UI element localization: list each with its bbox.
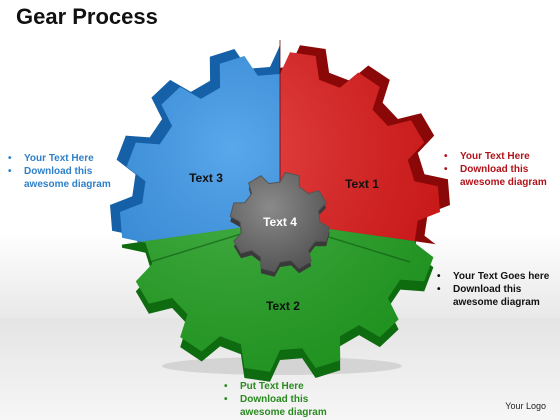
note-red-item: Your Text Here	[444, 150, 560, 163]
segment-label-text-1: Text 1	[345, 177, 379, 191]
logo-text: Your Logo	[505, 401, 546, 411]
note-blue: Your Text Here Download this awesome dia…	[8, 152, 138, 191]
note-red-item: Download this awesome diagram	[444, 163, 560, 189]
note-black-item: Your Text Goes here	[437, 270, 560, 283]
note-blue-item: Your Text Here	[8, 152, 138, 165]
note-black: Your Text Goes here Download this awesom…	[437, 270, 560, 309]
center-gear	[229, 171, 331, 277]
note-green: Put Text Here Download this awesome diag…	[224, 380, 354, 419]
note-red: Your Text Here Download this awesome dia…	[444, 150, 560, 189]
center-label-text-4: Text 4	[263, 215, 297, 229]
note-green-item: Download this awesome diagram	[224, 393, 354, 419]
page-title: Gear Process	[16, 4, 158, 29]
segment-label-text-3: Text 3	[189, 171, 223, 185]
segment-label-text-2: Text 2	[266, 299, 300, 313]
note-black-item: Download this awesome diagram	[437, 283, 560, 309]
note-green-item: Put Text Here	[224, 380, 354, 393]
note-blue-item: Download this awesome diagram	[8, 165, 138, 191]
